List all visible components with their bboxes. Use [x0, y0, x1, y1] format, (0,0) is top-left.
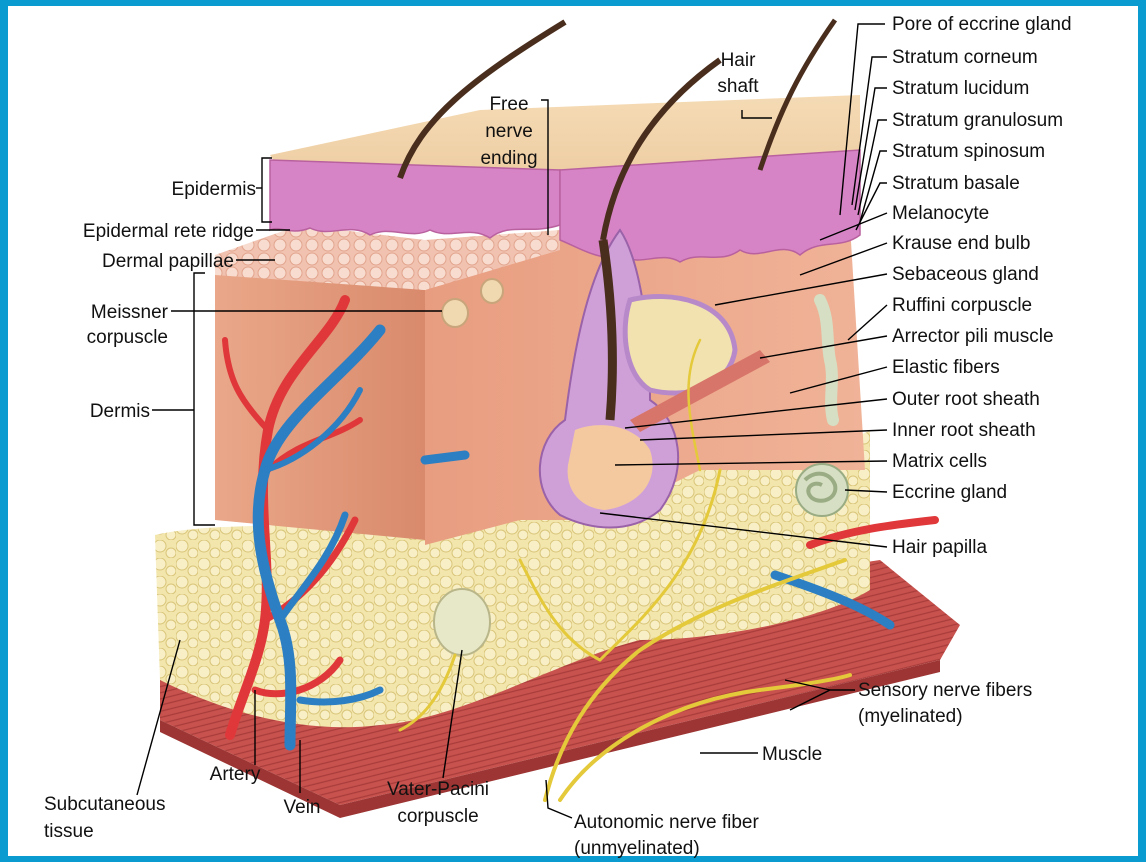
- label-hair-shaft-line1: Hair: [721, 50, 757, 71]
- label-arrector-pili-muscle: Arrector pili muscle: [892, 326, 1054, 347]
- label-free-nerve-ending-line2: nerve: [485, 121, 533, 142]
- label-stratum-granulosum: Stratum granulosum: [892, 110, 1063, 131]
- eccrine-gland: [796, 464, 848, 516]
- label-outer-root-sheath: Outer root sheath: [892, 389, 1040, 410]
- meissner-corpuscle-shape: [442, 299, 468, 327]
- label-epidermis: Epidermis: [172, 179, 256, 200]
- label-subcutaneous-line2: tissue: [44, 821, 94, 842]
- label-hair-shaft-line2: shaft: [717, 76, 759, 97]
- label-subcutaneous-line1: Subcutaneous: [44, 794, 166, 815]
- label-meissner-line2: corpuscle: [87, 327, 168, 348]
- label-hair-papilla: Hair papilla: [892, 537, 987, 558]
- label-sebaceous-gland: Sebaceous gland: [892, 264, 1039, 285]
- label-autonomic-nerve-fiber-line1: Autonomic nerve fiber: [574, 812, 759, 833]
- label-free-nerve-ending-line3: ending: [480, 148, 537, 169]
- label-ruffini-corpuscle: Ruffini corpuscle: [892, 295, 1032, 316]
- label-elastic-fibers: Elastic fibers: [892, 357, 1000, 378]
- label-muscle: Muscle: [762, 744, 822, 765]
- label-krause-end-bulb: Krause end bulb: [892, 233, 1030, 254]
- label-eccrine-gland: Eccrine gland: [892, 482, 1007, 503]
- epidermis-front: [270, 160, 560, 238]
- label-sensory-nerve-fibers-line2: (myelinated): [858, 706, 963, 727]
- label-stratum-basale: Stratum basale: [892, 173, 1020, 194]
- krause-end-bulb-shape: [481, 279, 503, 303]
- label-pore-of-eccrine-gland: Pore of eccrine gland: [892, 14, 1072, 35]
- label-vater-pacini-line1: Vater-Pacini: [387, 779, 489, 800]
- label-dermal-papillae: Dermal papillae: [102, 251, 234, 272]
- label-vater-pacini-line2: corpuscle: [397, 806, 478, 827]
- label-free-nerve-ending-line1: Free: [489, 94, 528, 115]
- label-meissner-line1: Meissner: [91, 302, 169, 323]
- label-inner-root-sheath: Inner root sheath: [892, 420, 1036, 441]
- label-autonomic-nerve-fiber-line2: (unmyelinated): [574, 838, 700, 859]
- label-stratum-corneum: Stratum corneum: [892, 47, 1038, 68]
- label-artery: Artery: [210, 764, 261, 785]
- vater-pacini-corpuscle-shape: [434, 589, 490, 655]
- label-vein: Vein: [284, 797, 321, 818]
- label-matrix-cells: Matrix cells: [892, 451, 987, 472]
- label-stratum-lucidum: Stratum lucidum: [892, 78, 1029, 99]
- label-sensory-nerve-fibers-line1: Sensory nerve fibers: [858, 680, 1032, 701]
- label-stratum-spinosum: Stratum spinosum: [892, 141, 1045, 162]
- label-epidermal-rete-ridge: Epidermal rete ridge: [83, 221, 254, 242]
- label-melanocyte: Melanocyte: [892, 203, 989, 224]
- label-dermis: Dermis: [90, 401, 150, 422]
